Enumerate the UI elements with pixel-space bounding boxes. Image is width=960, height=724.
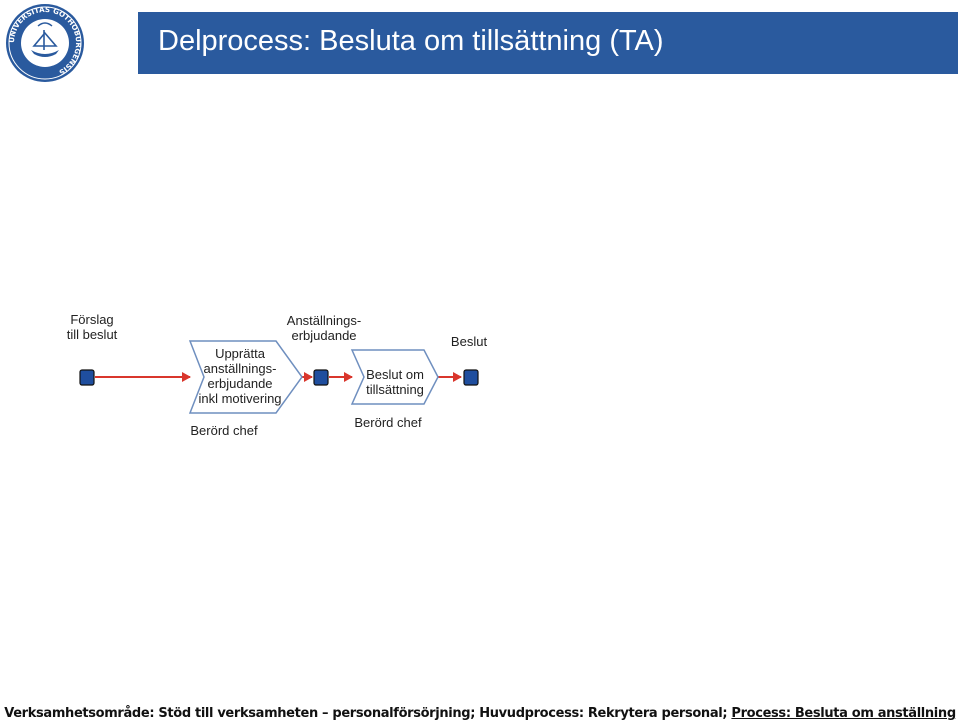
function-shape-1[interactable] bbox=[188, 340, 303, 414]
event-label-2: Anställnings- erbjudande bbox=[286, 313, 362, 343]
breadcrumb-process-link[interactable]: Process: Besluta om anställning bbox=[731, 706, 956, 721]
function-role-2: Berörd chef bbox=[354, 415, 422, 430]
title-bar: Delprocess: Besluta om tillsättning (TA) bbox=[138, 12, 958, 74]
function-shape-2[interactable] bbox=[350, 349, 439, 405]
breadcrumb-text: Verksamhetsområde: Stöd till verksamhete… bbox=[4, 706, 732, 721]
event-node-1[interactable] bbox=[79, 369, 95, 386]
event-label-3: Beslut bbox=[450, 334, 488, 349]
breadcrumb: Verksamhetsområde: Stöd till verksamhete… bbox=[0, 706, 960, 721]
function-label-2: Beslut om tillsättning bbox=[366, 367, 424, 397]
event-node-2[interactable] bbox=[313, 369, 329, 386]
university-seal-icon: UNIVERSITAS GOTHOBURGENSIS bbox=[6, 4, 84, 82]
event-node-3[interactable] bbox=[463, 369, 479, 386]
function-role-1: Berörd chef bbox=[190, 423, 258, 438]
event-label-1: Förslag till beslut bbox=[66, 312, 118, 342]
function-label-1: Upprätta anställnings- erbjudande inkl m… bbox=[198, 346, 282, 406]
page-title: Delprocess: Besluta om tillsättning (TA) bbox=[158, 25, 664, 57]
